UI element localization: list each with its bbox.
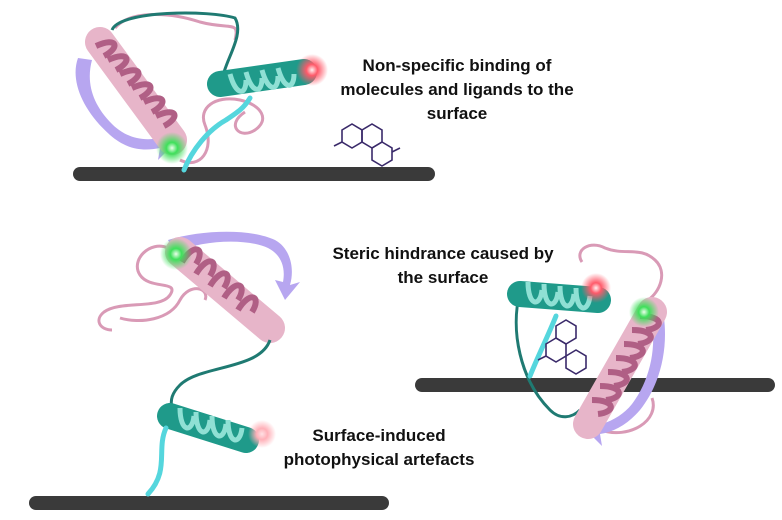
label-steric-hindrance: Steric hindrance caused by the surface	[316, 242, 570, 290]
label-photophysical: Surface-induced photophysical artefacts	[264, 424, 494, 472]
glow-red-faint	[248, 420, 276, 448]
glow-red	[296, 54, 328, 86]
linker-cyan-3	[527, 313, 559, 379]
alpha-helix-teal	[207, 59, 317, 97]
ligand-molecule	[333, 123, 401, 167]
glow-green	[629, 297, 659, 327]
glow-green	[156, 132, 188, 164]
linker-cyan	[181, 95, 253, 173]
ligand-molecule-2	[537, 319, 587, 375]
alpha-helix-teal-2	[157, 403, 259, 453]
scene-steric-hindrance	[415, 243, 775, 446]
backbone-coil	[110, 11, 240, 81]
label-line: molecules and ligands to the	[340, 80, 574, 99]
loop-coil-3	[578, 243, 664, 435]
label-line: surface	[426, 104, 488, 123]
alpha-helix-pink-2	[165, 237, 285, 343]
backbone-coil-3	[514, 291, 582, 419]
label-line: the surface	[397, 268, 489, 287]
glow-red	[581, 273, 611, 303]
scene-photophysical	[29, 231, 389, 510]
alpha-helix-pink	[85, 27, 187, 155]
alpha-helix-pink-3	[573, 297, 667, 439]
backbone-coil-2	[169, 339, 272, 409]
alpha-helix-teal-3	[507, 281, 611, 313]
label-nonspecific-binding: Non-specific binding of molecules and li…	[322, 54, 592, 126]
glow-green	[160, 238, 192, 270]
label-line: Surface-induced	[312, 426, 446, 445]
linker-cyan-2	[145, 425, 169, 497]
label-line: photophysical artefacts	[283, 450, 475, 469]
label-line: Steric hindrance caused by	[332, 244, 554, 263]
scene-nonspecific-binding	[73, 11, 435, 181]
label-line: Non-specific binding of	[362, 56, 552, 75]
